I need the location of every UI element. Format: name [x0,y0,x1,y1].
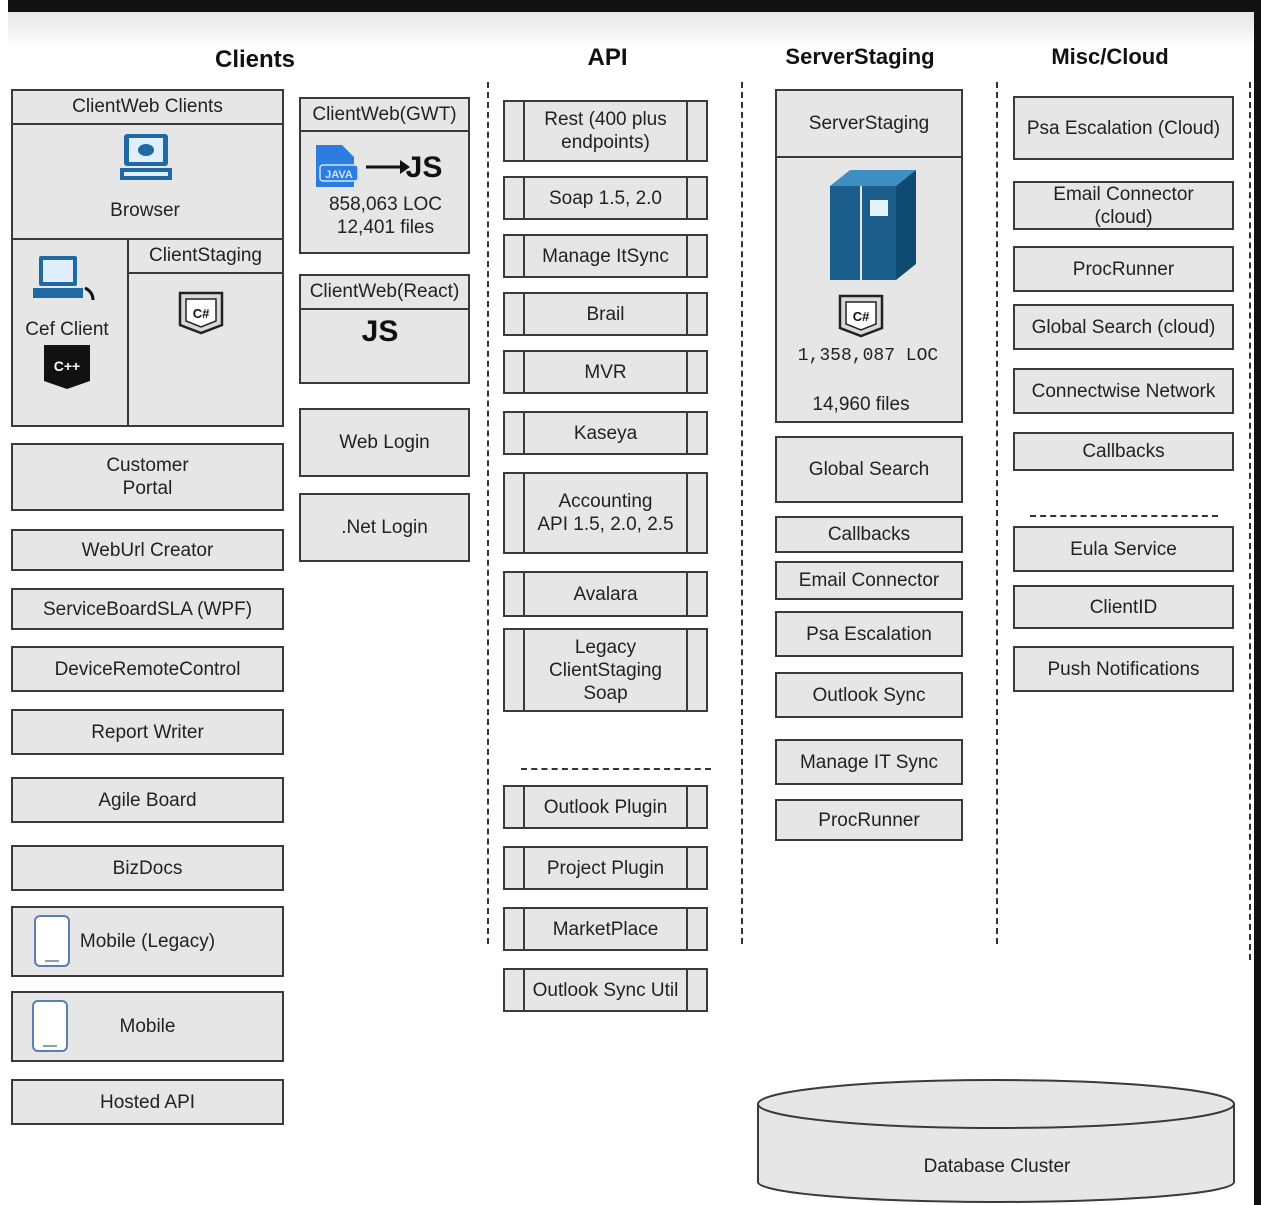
client-staging-title: ClientStaging [127,238,284,274]
csharp-icon-text: C# [193,306,210,321]
api-mvr-label: MVR [584,361,627,383]
api-manage-itsync-label: Manage ItSync [542,245,669,267]
clientweb-react-title: ClientWeb(React) [299,274,470,310]
api-project-plugin[interactable]: Project Plugin [503,846,708,890]
api-manage-itsync[interactable]: Manage ItSync [503,234,708,278]
divider-right-edge [1249,82,1251,960]
api-accounting[interactable]: Accounting API 1.5, 2.0, 2.5 [503,472,708,554]
report-writer-box[interactable]: Report Writer [11,709,284,755]
agile-board-box[interactable]: Agile Board [11,777,284,823]
server-psa-escalation-box[interactable]: Psa Escalation [775,611,963,657]
api-marketplace[interactable]: MarketPlace [503,907,708,951]
react-js-icon: JS [361,315,399,348]
api-plugins-separator [521,768,711,770]
server-csharp-icon: C# [838,294,884,338]
api-project-plugin-label: Project Plugin [546,857,665,879]
api-legacy-label: Legacy ClientStaging Soap [548,636,663,704]
server-files: 14,960 files [812,394,910,415]
divider-server-misc [996,82,998,944]
misc-callbacks-box[interactable]: Callbacks [1013,432,1234,471]
database-cluster-label: Database Cluster [923,1156,1071,1177]
server-manage-it-sync-box[interactable]: Manage IT Sync [775,739,963,785]
api-rest-label: Rest (400 plus endpoints) [544,109,667,153]
server-csharp-icon-text: C# [853,309,870,324]
java-to-js-icon: JAVA JS [316,145,443,187]
api-soap[interactable]: Soap 1.5, 2.0 [503,176,708,220]
server-global-search-box[interactable]: Global Search [775,436,963,503]
cpp-icon: C++ [44,345,90,389]
misc-procrunner-box[interactable]: ProcRunner [1013,246,1234,292]
divider-clients-api [487,82,489,944]
api-marketplace-label: MarketPlace [552,918,659,940]
bizdocs-box[interactable]: BizDocs [11,845,284,891]
api-avalara-label: Avalara [573,583,638,605]
cef-client-label: Cef Client [25,319,109,340]
api-kaseya[interactable]: Kaseya [503,411,708,455]
api-outlook-plugin-label: Outlook Plugin [543,796,668,818]
api-outlook-sync-util-label: Outlook Sync Util [532,979,679,1001]
browser-label: Browser [110,200,180,221]
header-misc-cloud: Misc/Cloud [1051,44,1169,69]
weburl-creator-box[interactable]: WebUrl Creator [11,529,284,571]
laptop-icon [33,256,95,301]
api-rest[interactable]: Rest (400 plus endpoints) [503,100,708,162]
header-clients: Clients [214,46,295,73]
misc-connectwise-network-box[interactable]: Connectwise Network [1013,368,1234,414]
serviceboard-sla-box[interactable]: ServiceBoardSLA (WPF) [11,588,284,630]
misc-clientid-box[interactable]: ClientID [1013,585,1234,629]
server-tower-icon [830,170,916,280]
server-procrunner-box[interactable]: ProcRunner [775,799,963,841]
desktop-computer-icon [120,134,172,180]
misc-global-search-cloud-box[interactable]: Global Search (cloud) [1013,304,1234,350]
api-kaseya-label: Kaseya [573,422,638,444]
api-soap-label: Soap 1.5, 2.0 [548,187,663,209]
net-login-box[interactable]: .Net Login [299,493,470,562]
server-staging-title: ServerStaging [775,89,963,158]
api-brail[interactable]: Brail [503,292,708,336]
api-outlook-sync-util[interactable]: Outlook Sync Util [503,968,708,1012]
header-api: API [587,44,628,71]
server-email-connector-box[interactable]: Email Connector [775,561,963,600]
database-cluster-cylinder[interactable] [756,1076,1238,1204]
device-remote-control-box[interactable]: DeviceRemoteControl [11,646,284,692]
gwt-loc: 858,063 LOC [328,194,443,215]
customer-portal-box[interactable]: Customer Portal [11,443,284,511]
api-accounting-label: Accounting API 1.5, 2.0, 2.5 [537,491,674,535]
api-mvr[interactable]: MVR [503,350,708,394]
frame-shade [8,12,1254,48]
csharp-icon: C# [178,291,224,335]
java-icon-text: JAVA [325,169,353,181]
server-callbacks-box[interactable]: Callbacks [775,516,963,553]
divider-api-server [741,82,743,944]
clientweb-gwt-title: ClientWeb(GWT) [299,97,470,132]
mobile-legacy-phone-icon [34,915,70,967]
api-legacy-clientstaging-soap[interactable]: Legacy ClientStaging Soap [503,628,708,712]
web-login-box[interactable]: Web Login [299,408,470,477]
misc-psa-escalation-cloud-box[interactable]: Psa Escalation (Cloud) [1013,96,1234,160]
cpp-icon-text: C++ [54,358,80,374]
misc-eula-service-box[interactable]: Eula Service [1013,526,1234,572]
misc-email-connector-cloud-box[interactable]: Email Connector (cloud) [1013,181,1234,230]
misc-separator [1030,515,1218,517]
mobile-phone-icon [32,1000,68,1052]
misc-push-notifications-box[interactable]: Push Notifications [1013,646,1234,692]
clientweb-clients-title: ClientWeb Clients [11,89,284,125]
server-loc: 1,358,087 LOC [797,346,939,366]
header-serverstaging: ServerStaging [785,44,935,69]
hosted-api-box[interactable]: Hosted API [11,1079,284,1125]
frame-top-border [8,0,1261,12]
server-outlook-sync-box[interactable]: Outlook Sync [775,672,963,718]
api-outlook-plugin[interactable]: Outlook Plugin [503,785,708,829]
gwt-files: 12,401 files [336,217,435,238]
js-icon-text: JS [406,151,443,184]
api-avalara[interactable]: Avalara [503,571,708,617]
frame-right-border [1254,0,1261,1205]
api-brail-label: Brail [586,303,625,325]
